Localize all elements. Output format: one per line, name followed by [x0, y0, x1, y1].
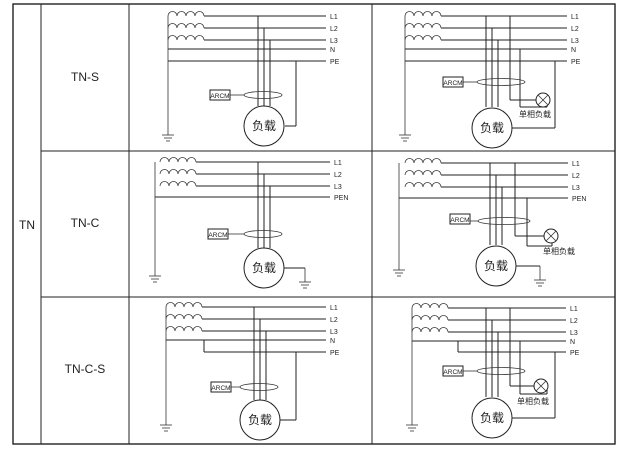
- line-label-pe: PE: [571, 59, 581, 66]
- line-label-l1: L1: [570, 306, 578, 313]
- type-label-tn-s: TN-S: [71, 70, 99, 84]
- table-grid: [12, 3, 616, 445]
- arcm-label: ARCM: [450, 217, 469, 224]
- transformer-coils: [404, 11, 442, 41]
- type-label-tn-c-s: TN-C-S: [65, 362, 106, 376]
- load-circle: [239, 399, 281, 441]
- arcm-label: ARCM: [443, 80, 462, 87]
- line-label-n: N: [571, 47, 576, 54]
- diagram-tn-c-three-phase: L1 L2 L3 PEN ARCM 负载: [149, 157, 348, 289]
- current-transformer: [243, 230, 283, 238]
- arcm-box: [449, 213, 471, 225]
- line-label-l3: L3: [334, 184, 342, 191]
- table-border: [12, 3, 616, 445]
- arcm-label: ARCM: [210, 93, 229, 100]
- line-label-l1: L1: [571, 14, 579, 21]
- line-label-l2: L2: [330, 317, 338, 324]
- line-label-l1: L1: [330, 305, 338, 312]
- power-lines: [406, 307, 566, 432]
- diagram-tn-c-s-single-phase: L1 L2 L3 N PE ARCM 单相负载 负载: [406, 303, 580, 439]
- arcm-box: [210, 381, 232, 393]
- line-label-l2: L2: [330, 26, 338, 33]
- arcm-label: ARCM: [211, 385, 230, 392]
- current-transformer: [477, 217, 531, 225]
- arcm-box: [209, 89, 231, 101]
- load-circle: [471, 107, 513, 149]
- load-label: 负载: [248, 413, 272, 427]
- arcm-box: [442, 76, 464, 88]
- line-label-pe: PE: [330, 350, 340, 357]
- load-circle: [471, 397, 513, 439]
- line-label-l2: L2: [572, 173, 580, 180]
- group-label: TN: [19, 218, 35, 232]
- load-label: 负载: [480, 411, 504, 425]
- load-circle: [243, 105, 285, 147]
- transformer-coils: [159, 157, 197, 187]
- line-label-pe: PE: [570, 350, 580, 357]
- line-label-l2: L2: [570, 318, 578, 325]
- line-label-l1: L1: [334, 160, 342, 167]
- diagram-tn-s-three-phase: L1 L2 L3 N PE ARCM 负载: [162, 11, 340, 147]
- transformer-coils: [165, 302, 203, 332]
- current-transformer: [239, 383, 279, 391]
- power-lines: [162, 15, 326, 142]
- line-label-l1: L1: [330, 14, 338, 21]
- load-label: 负载: [480, 121, 504, 135]
- line-label-n: N: [330, 338, 335, 345]
- line-label-n: N: [330, 47, 335, 54]
- single-phase-load-label: 单相负载: [517, 396, 549, 406]
- arcm-box: [207, 228, 229, 240]
- current-transformer: [476, 78, 526, 86]
- line-label-l1: L1: [572, 161, 580, 168]
- power-lines: [399, 15, 567, 142]
- diagram-tn-c-s-three-phase: L1 L2 L3 N PE ARCM 负载: [160, 302, 340, 441]
- single-phase-load-label: 单相负载: [543, 246, 575, 256]
- line-label-l3: L3: [330, 329, 338, 336]
- power-lines: [393, 162, 568, 287]
- arcm-label: ARCM: [208, 232, 227, 239]
- line-label-l3: L3: [572, 185, 580, 192]
- transformer-coils: [404, 158, 442, 188]
- line-label-pen: PEN: [334, 195, 348, 202]
- current-transformer: [476, 367, 526, 375]
- arcm-label: ARCM: [443, 369, 462, 376]
- load-label: 负载: [252, 119, 276, 133]
- type-label-tn-c: TN-C: [71, 216, 100, 230]
- load-label: 负载: [484, 259, 508, 273]
- load-circle: [243, 247, 285, 289]
- transformer-coils: [167, 11, 205, 41]
- diagram-tn-s-single-phase: L1 L2 L3 N PE ARCM 单相负载 负载: [399, 11, 581, 149]
- line-label-l3: L3: [330, 38, 338, 45]
- line-label-l3: L3: [571, 38, 579, 45]
- line-label-l3: L3: [570, 330, 578, 337]
- single-phase-load-label: 单相负载: [519, 109, 551, 119]
- line-label-l2: L2: [571, 26, 579, 33]
- line-label-pe: PE: [330, 59, 340, 66]
- arcm-box: [442, 365, 464, 377]
- transformer-coils: [411, 303, 449, 333]
- load-circle: [475, 245, 517, 287]
- power-lines: [160, 306, 326, 432]
- power-lines: [149, 161, 330, 289]
- current-transformer: [243, 91, 283, 99]
- line-label-l2: L2: [334, 172, 342, 179]
- load-label: 负载: [252, 261, 276, 275]
- line-label-n: N: [570, 339, 575, 346]
- line-label-pen: PEN: [572, 196, 586, 203]
- diagram-tn-c-single-phase: L1 L2 L3 PEN ARCM 单相负载 负载: [393, 158, 586, 287]
